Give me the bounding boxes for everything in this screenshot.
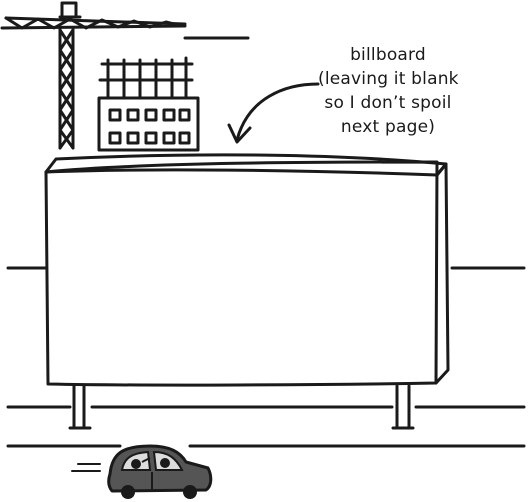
billboard-annotation: billboard (leaving it blank so I don’t s… [318, 43, 459, 139]
car-icon [107, 444, 213, 499]
curved-arrow-icon [227, 82, 320, 144]
speed-lines [71, 463, 101, 472]
crane-icon [0, 1, 250, 150]
annotation-line-1: billboard [350, 45, 426, 65]
annotation-line-4: next page) [340, 117, 436, 137]
annotation-line-2: (leaving it blank [318, 69, 459, 89]
building-under-construction-icon [97, 56, 200, 152]
annotation-line-3: so I don’t spoil [324, 93, 452, 113]
billboard-icon [44, 153, 450, 430]
road-lines [6, 405, 526, 448]
